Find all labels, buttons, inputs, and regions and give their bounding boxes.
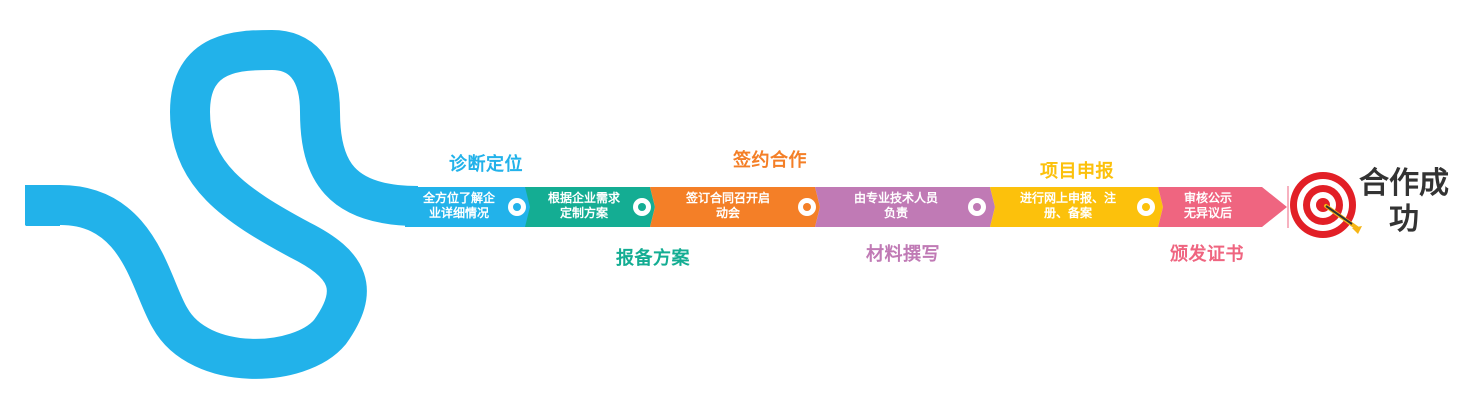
segment-text-line: 无异议后 xyxy=(1183,206,1232,220)
final-label-line: 功 xyxy=(1389,202,1419,237)
segment-text-4: 由专业技术人员 负责 xyxy=(826,187,966,225)
phase-title-4: 材料撰写 xyxy=(866,244,940,265)
segment-text-line: 根据企业需求 xyxy=(547,191,620,205)
ring-node-icon xyxy=(968,198,986,216)
segment-6-arrow xyxy=(1158,187,1287,227)
final-label-line: 合作成 xyxy=(1359,166,1449,201)
ring-nodes xyxy=(508,198,1155,216)
s-ribbon-path xyxy=(25,30,419,379)
final-label: 合作成 功 xyxy=(1345,166,1463,238)
segment-text-line: 动会 xyxy=(715,206,740,220)
ring-node-icon xyxy=(508,198,526,216)
segment-text-5: 进行网上申报、注 册、备案 xyxy=(1000,187,1136,225)
ring-node-icon xyxy=(798,198,816,216)
segment-text-line: 进行网上申报、注 xyxy=(1019,191,1116,205)
ring-node-icon xyxy=(1137,198,1155,216)
segment-text-1: 全方位了解企 业详细情况 xyxy=(410,187,508,225)
phase-title-3: 签约合作 xyxy=(733,150,807,171)
segment-text-6: 审核公示 无异议后 xyxy=(1166,187,1250,225)
segment-bar xyxy=(405,187,1287,227)
phase-title-6: 颁发证书 xyxy=(1170,244,1244,265)
target-icon xyxy=(1290,172,1362,238)
segment-text-line: 业详细情况 xyxy=(428,206,489,220)
ring-node-icon xyxy=(633,198,651,216)
segment-text-3: 签订合同召开启 动会 xyxy=(660,187,796,225)
phase-title-5: 项目申报 xyxy=(1040,161,1114,182)
segment-text-line: 负责 xyxy=(883,206,908,220)
segment-text-line: 由专业技术人员 xyxy=(853,191,938,205)
segment-text-2: 根据企业需求 定制方案 xyxy=(534,187,634,225)
segment-text-line: 全方位了解企 xyxy=(422,191,495,205)
segment-text-line: 签订合同召开启 xyxy=(685,191,770,205)
segment-text-line: 定制方案 xyxy=(559,206,608,220)
segment-4 xyxy=(815,187,995,227)
s-curve-ribbon xyxy=(25,30,419,379)
segment-text-line: 册、备案 xyxy=(1043,206,1092,220)
phase-title-2: 报备方案 xyxy=(616,248,690,269)
phase-title-1: 诊断定位 xyxy=(449,154,523,175)
segment-text-line: 审核公示 xyxy=(1183,191,1232,205)
ribbon-tail-notch xyxy=(25,185,60,226)
segment-5 xyxy=(990,187,1163,227)
segment-3 xyxy=(650,187,820,227)
segment-2 xyxy=(525,187,655,227)
